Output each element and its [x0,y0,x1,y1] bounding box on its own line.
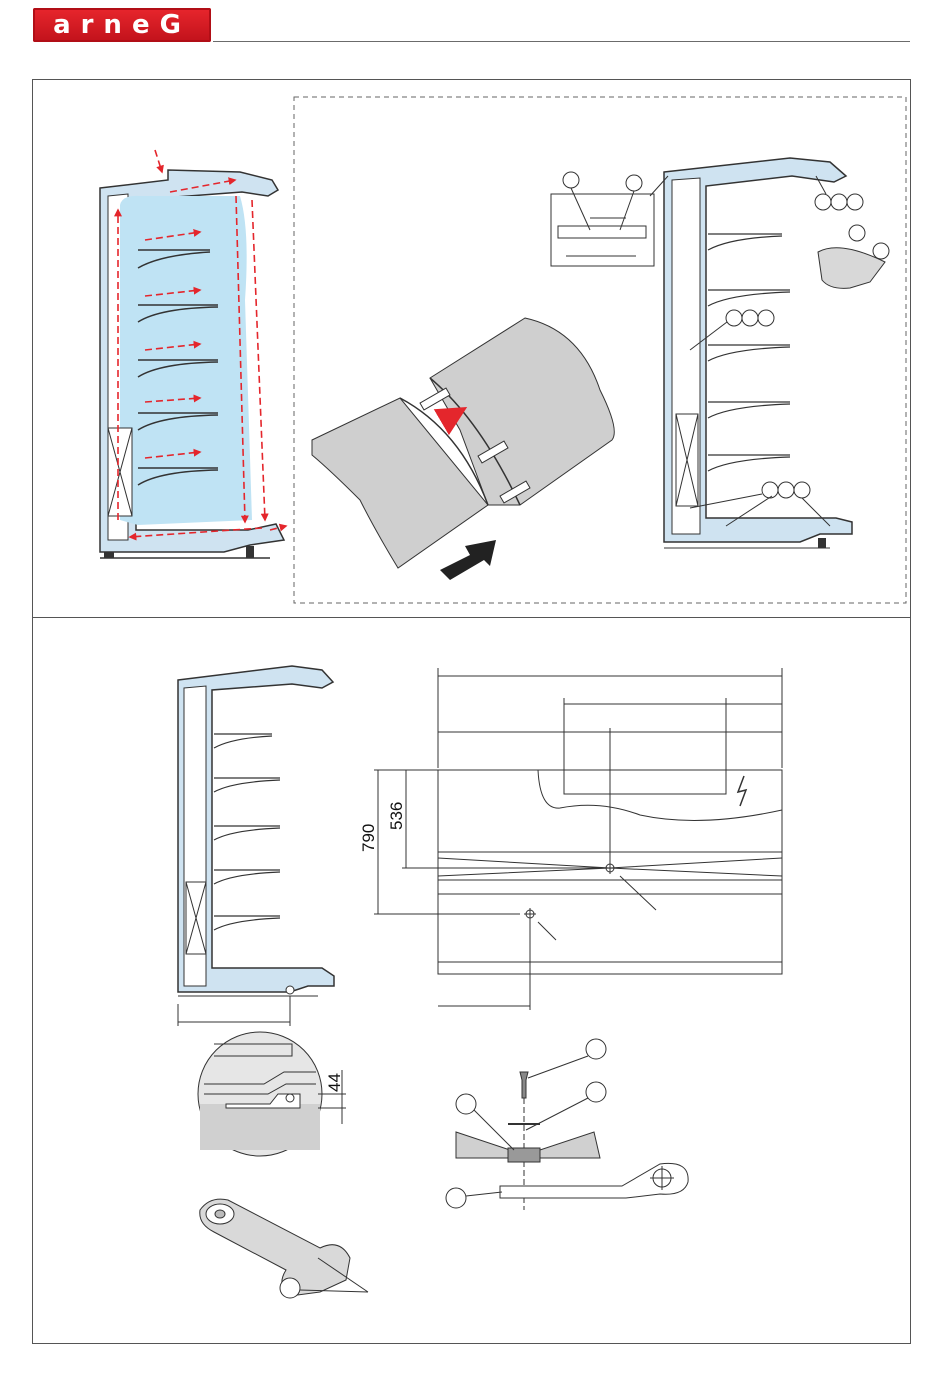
foot-detail [198,1032,346,1156]
airflow-diagram [100,150,286,558]
cabinet-joint-diagram [312,172,654,580]
cabinet-profile-top [650,158,889,548]
cabinet-profile-bottom [178,666,334,1026]
screw-mounting [446,1039,688,1210]
foot-bracket-3d [200,1199,368,1298]
screw-icon [520,1072,528,1098]
dimension-44: 44 [325,1073,344,1092]
floor-plan [374,668,782,1010]
dimension-790: 790 [359,824,378,852]
dimension-536: 536 [387,802,406,830]
